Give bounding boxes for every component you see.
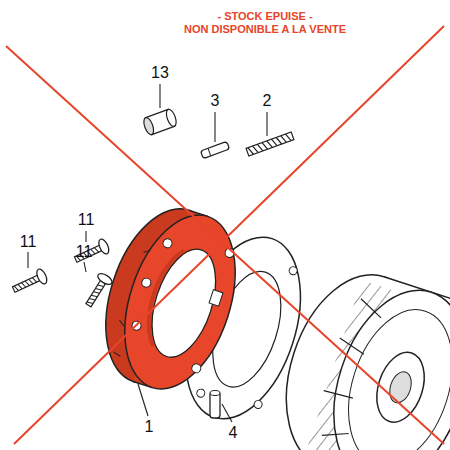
- spring-part: [246, 132, 294, 156]
- roller-part: [142, 108, 178, 136]
- callout-number: 11: [76, 243, 93, 261]
- callout-number: 4: [229, 424, 238, 442]
- leader-line: [28, 84, 267, 422]
- callout-number: 11: [20, 233, 37, 251]
- stock-notice: - STOCK EPUISE -: [217, 10, 312, 22]
- callout-number: 1: [145, 418, 154, 436]
- ring-part: [86, 195, 256, 403]
- pin-part: [200, 141, 229, 158]
- callout-number: 13: [151, 64, 169, 82]
- cross-mark: [6, 26, 444, 444]
- stock-notice: NON DISPONIBLE A LA VENTE: [184, 23, 346, 35]
- callout-number: 11: [78, 211, 95, 229]
- dowel-pin: [210, 391, 220, 419]
- callout-number: 2: [263, 92, 272, 110]
- callout-number: 3: [211, 92, 220, 110]
